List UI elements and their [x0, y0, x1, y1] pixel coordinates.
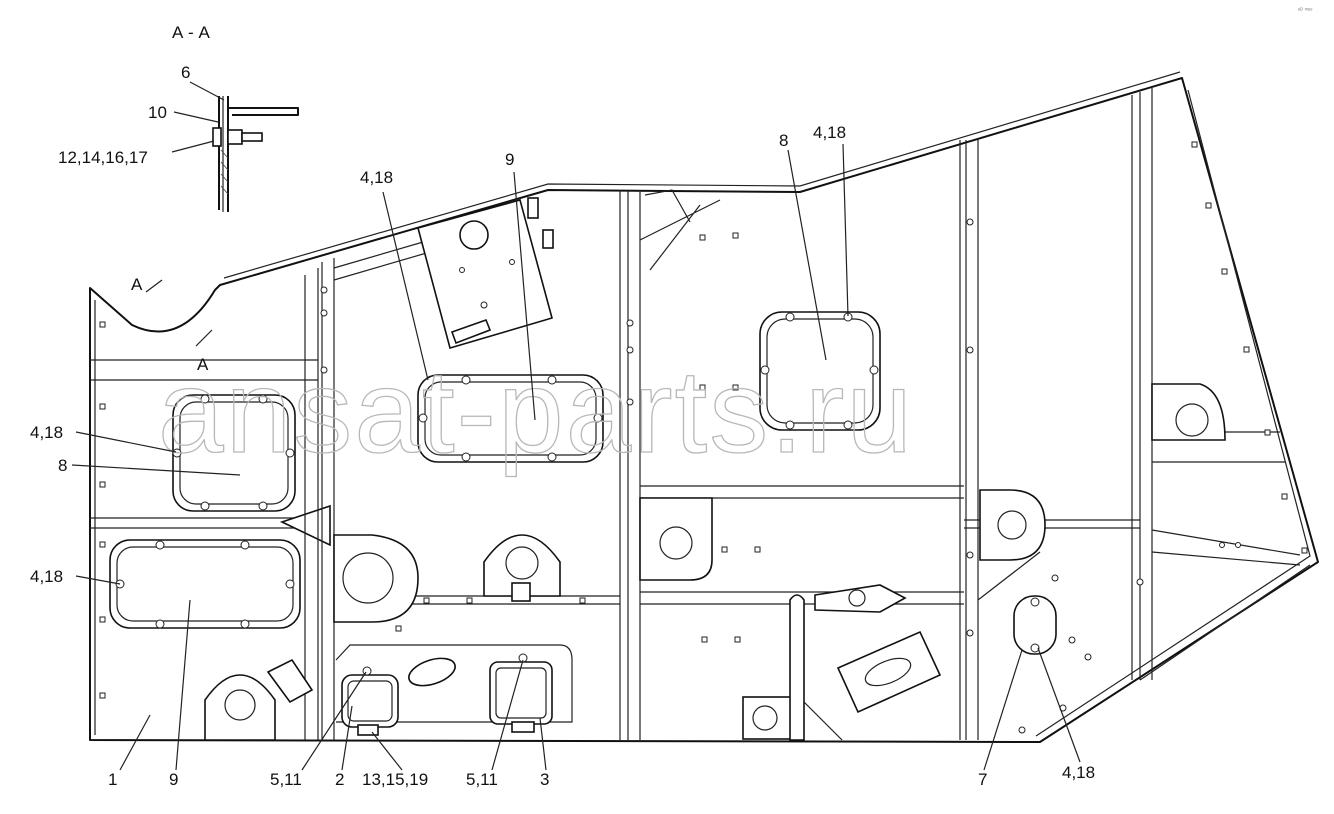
callout-2: 2: [335, 770, 344, 789]
callout-8-top: 8: [779, 131, 788, 150]
callout-7: 7: [978, 770, 987, 789]
box-3: [489, 653, 553, 733]
section-title: А - А: [172, 23, 210, 42]
cover-7: [1013, 595, 1057, 655]
boss-right: [979, 489, 1046, 561]
plate-top-left: [417, 197, 554, 349]
box-2: [341, 666, 399, 736]
callout-4-18-left-upper: 4,18: [30, 423, 63, 442]
bracket-cross: [814, 584, 907, 613]
callout-4-18-bottom-right: 4,18: [1062, 763, 1095, 782]
watermark-text: ansat-parts.ru: [158, 346, 914, 478]
callout-9-top: 9: [505, 150, 514, 169]
callout-6: 6: [181, 63, 190, 82]
oval-cutouts: [266, 630, 942, 714]
bracket-bottom-right: [742, 594, 805, 741]
boss-far-right: [1151, 383, 1226, 441]
callout-12-14-16-17: 12,14,16,17: [58, 148, 148, 167]
callout-10: 10: [148, 103, 167, 122]
callout-5-11-b: 5,11: [466, 770, 498, 789]
callout-9-bottom: 9: [169, 770, 178, 789]
boss-center-left: [333, 534, 419, 623]
leader-lines: [71, 143, 1081, 771]
hatch-right: [759, 311, 881, 431]
hatch-center: [417, 374, 604, 463]
fastener-holes: [99, 141, 1308, 734]
boss-mid-right: [639, 497, 713, 581]
callout-1: 1: [108, 770, 117, 789]
callout-5-11-a: 5,11: [270, 770, 302, 789]
hatch-left-lower: [109, 539, 301, 629]
callout-4-18-top-center: 4,18: [360, 168, 393, 187]
boss-left-bottom: [204, 674, 276, 741]
section-detail: А - А: [171, 23, 299, 212]
callout-3: 3: [540, 770, 549, 789]
corner-mark: ᵉᴰ ᵐᵉᵉ: [1298, 7, 1313, 14]
boss-center: [483, 534, 561, 602]
callout-4-18-left-lower: 4,18: [30, 567, 63, 586]
section-marker-upper: А: [131, 275, 143, 294]
callout-4-18-top-right: 4,18: [813, 123, 846, 142]
callout-8-left: 8: [58, 456, 67, 475]
callout-labels: 6 10 12,14,16,17 4,18 9 8 4,18 4,18 8 4,…: [30, 63, 1095, 789]
hatch-left-upper: [172, 394, 296, 512]
section-marker-lower: А: [197, 355, 209, 374]
callout-13-15-19: 13,15,19: [362, 770, 428, 789]
